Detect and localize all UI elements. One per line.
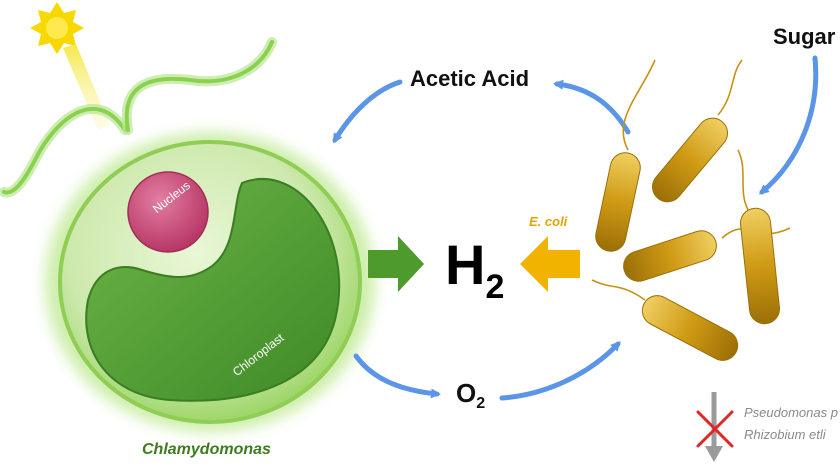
acetic-acid-label: Acetic Acid [410, 66, 530, 91]
blocked-pathway [696, 392, 734, 462]
chlamydomonas-label: Chlamydomonas [142, 441, 271, 458]
chlamydomonas-cell [45, 132, 375, 432]
bacteria-group [591, 59, 791, 361]
arrow-sugar-to-bacteria [758, 55, 819, 195]
green-arrow-to-h2 [368, 236, 424, 292]
bacterium-2 [652, 59, 743, 203]
ecoli-label: E. coli [529, 214, 568, 229]
bacterium-4 [737, 149, 780, 325]
chloroplast [85, 178, 341, 402]
o2-main: O [456, 378, 477, 408]
o2-label: O2 [456, 378, 485, 413]
blue-arrows [332, 55, 819, 401]
sugar-label: Sugar [773, 24, 836, 49]
h2-subscript: 2 [485, 268, 505, 306]
arrow-acetic-to-cell [332, 79, 403, 144]
arrow-bacteria-to-acetic [553, 79, 631, 135]
yellow-arrow-to-h2 [520, 236, 580, 292]
arrow-o2-to-bacteria [499, 341, 621, 401]
arrow-cell-to-o2 [353, 353, 441, 399]
rhizobium-label: Rhizobium etli [744, 427, 826, 442]
h2-label: H2 [445, 232, 504, 307]
flagella [0, 37, 277, 198]
cross-icon [696, 410, 734, 448]
pseudomonas-label: Pseudomonas p [744, 405, 838, 420]
nucleus [127, 171, 209, 253]
o2-subscript: 2 [476, 395, 486, 412]
sun-icon [30, 2, 84, 54]
h2-main: H [445, 233, 486, 296]
bacterium-5 [591, 279, 739, 361]
bacterium-1 [595, 59, 656, 252]
